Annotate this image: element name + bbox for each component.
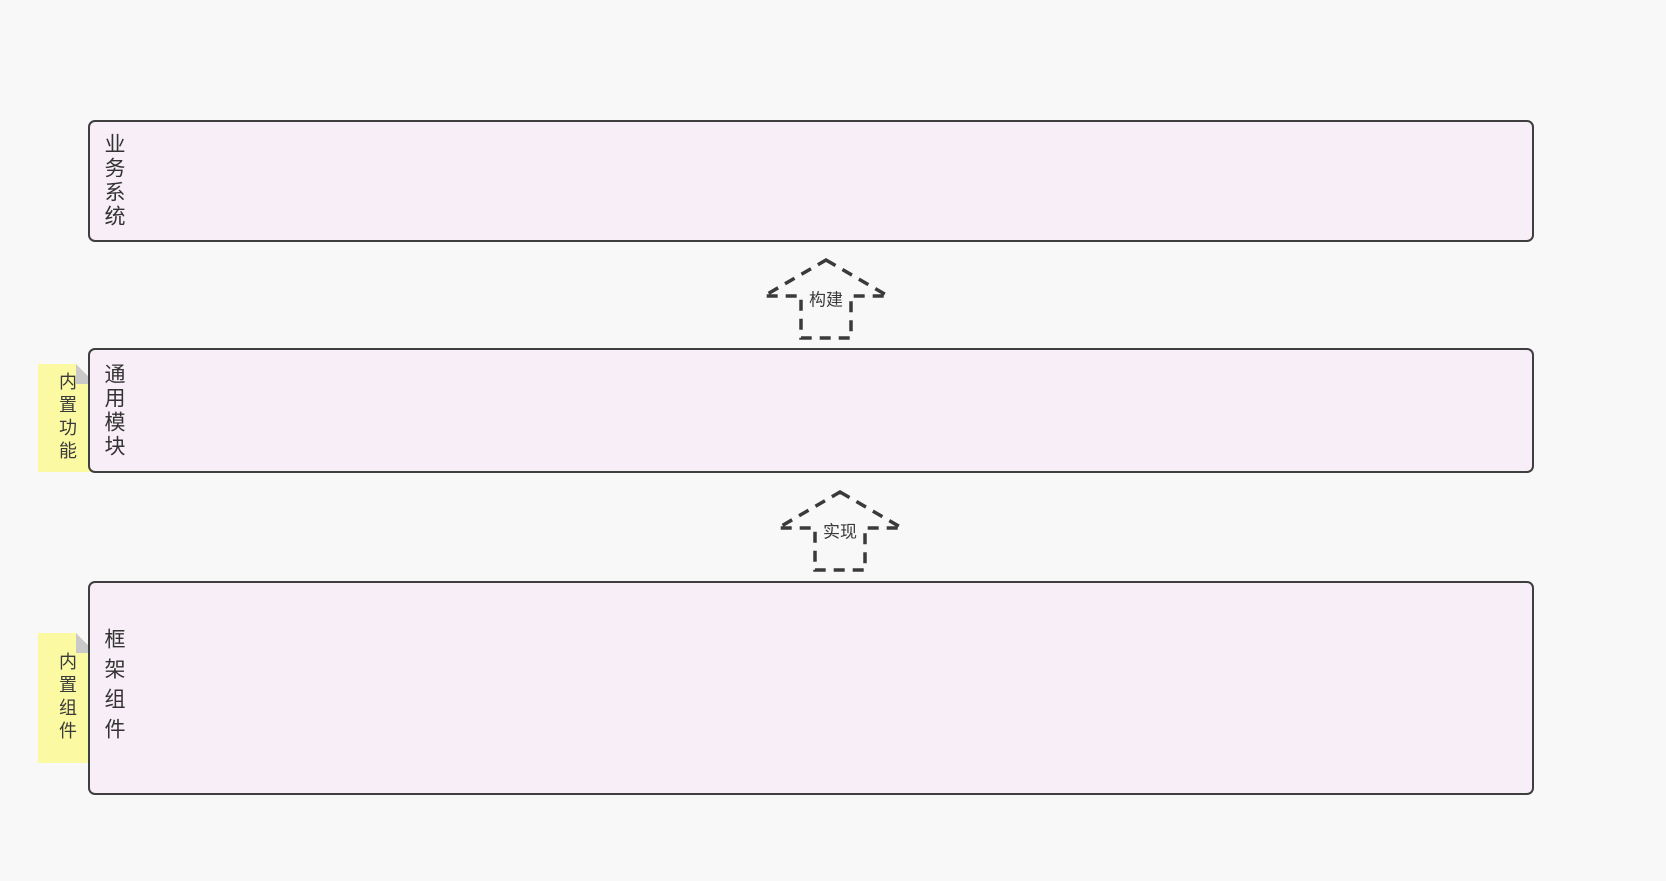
- layer-label-common-modules: 通用模块: [102, 362, 125, 459]
- dashed-up-arrow-icon: [771, 489, 909, 572]
- sticky-note-label: 内置功能: [57, 372, 77, 464]
- layer-common-modules: 通用模块: [88, 348, 1534, 473]
- layer-framework-components: 框架组件: [88, 581, 1534, 795]
- dashed-up-arrow-icon: [757, 257, 895, 340]
- up-arrow-implement: 实现: [770, 488, 910, 574]
- up-arrow-build: 构建: [756, 256, 896, 342]
- layer-business-systems: 业务系统: [88, 120, 1534, 242]
- layer-label-framework-components: 框架组件: [102, 628, 125, 748]
- arrow-label: 实现: [818, 515, 862, 545]
- sticky-note-label: 内置组件: [57, 652, 77, 744]
- layer-label-business-systems: 业务系统: [102, 133, 125, 229]
- sticky-note-built-in-features: 内置功能: [38, 364, 96, 472]
- arrow-label: 构建: [804, 283, 848, 313]
